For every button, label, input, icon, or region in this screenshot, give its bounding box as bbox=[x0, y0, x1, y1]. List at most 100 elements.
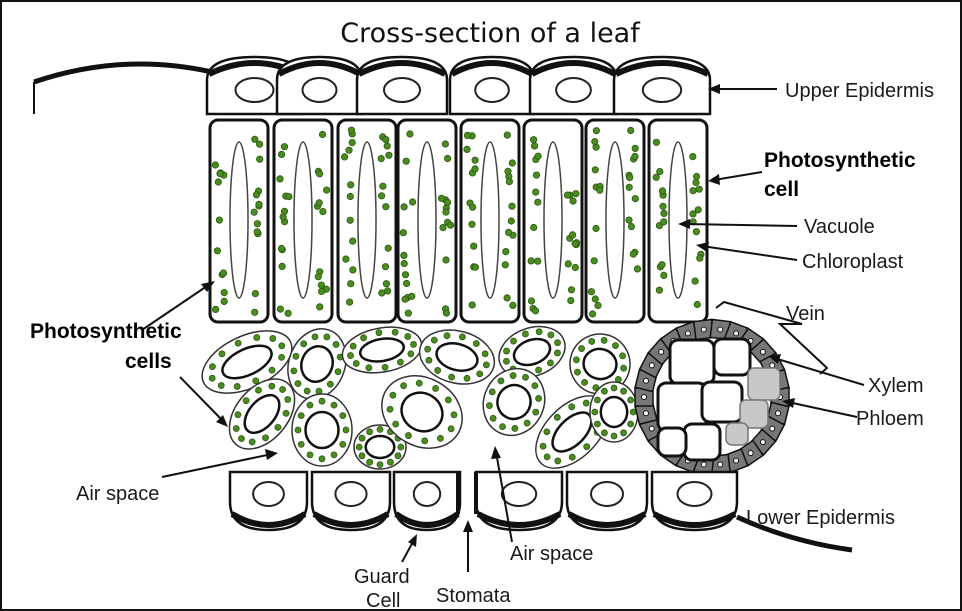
chloroplast bbox=[594, 421, 600, 427]
chloroplast bbox=[592, 167, 598, 173]
bundle-sheath-nucleus bbox=[685, 331, 690, 336]
chloroplast bbox=[216, 217, 222, 223]
chloroplast bbox=[348, 127, 354, 133]
chloroplast bbox=[653, 139, 659, 145]
chloroplast bbox=[401, 260, 407, 266]
pointer-phloem bbox=[788, 402, 857, 417]
bundle-sheath-nucleus bbox=[718, 327, 723, 332]
bundle-sheath-nucleus bbox=[718, 462, 723, 467]
chloroplast bbox=[569, 232, 575, 238]
chloroplast bbox=[343, 427, 349, 433]
chloroplast bbox=[659, 188, 665, 194]
chloroplast bbox=[593, 225, 599, 231]
palisade-cells bbox=[210, 120, 707, 322]
chloroplast bbox=[277, 306, 283, 312]
chloroplast bbox=[469, 204, 475, 210]
lower-epidermis-nucleus bbox=[502, 482, 536, 506]
chloroplast bbox=[464, 146, 470, 152]
label-guard-cell-line2: Cell bbox=[366, 590, 400, 609]
chloroplast bbox=[697, 255, 703, 261]
chloroplast bbox=[220, 270, 226, 276]
label-photosynthetic-cells-line1: Photosynthetic bbox=[30, 320, 182, 343]
chloroplast bbox=[472, 166, 478, 172]
chloroplast bbox=[323, 187, 329, 193]
chloroplast bbox=[659, 262, 665, 268]
chloroplast bbox=[634, 266, 640, 272]
chloroplast bbox=[628, 421, 634, 427]
chloroplast bbox=[257, 156, 263, 162]
bundle-sheath-nucleus bbox=[659, 349, 664, 354]
chloroplast bbox=[316, 171, 322, 177]
chloroplast bbox=[343, 256, 349, 262]
chloroplast bbox=[528, 298, 534, 304]
chloroplast bbox=[438, 195, 444, 201]
label-stomata: Stomata bbox=[436, 585, 511, 607]
chloroplast bbox=[653, 174, 659, 180]
chloroplast bbox=[533, 172, 539, 178]
chloroplast bbox=[509, 160, 515, 166]
chloroplast bbox=[593, 128, 599, 134]
bundle-sheath-nucleus bbox=[776, 411, 781, 416]
chloroplast bbox=[531, 224, 537, 230]
bundle-sheath-nucleus bbox=[760, 440, 765, 445]
lower-epidermis-nucleus bbox=[678, 482, 712, 506]
chloroplast bbox=[442, 141, 448, 147]
chloroplast bbox=[217, 171, 223, 177]
xylem-cell bbox=[702, 382, 742, 422]
chloroplast bbox=[278, 245, 284, 251]
chloroplast bbox=[690, 188, 696, 194]
chloroplast bbox=[471, 243, 477, 249]
chloroplast bbox=[395, 453, 401, 459]
arrowhead-guard-cell bbox=[408, 534, 417, 547]
chloroplast bbox=[628, 397, 634, 403]
bundle-sheath-nucleus bbox=[734, 458, 739, 463]
chloroplast bbox=[592, 138, 598, 144]
chloroplast bbox=[601, 430, 607, 436]
xylem-cell bbox=[658, 428, 686, 456]
chloroplast bbox=[632, 145, 638, 151]
bundle-sheath-nucleus bbox=[649, 363, 654, 368]
chloroplast bbox=[251, 209, 257, 215]
bundle-sheath-nucleus bbox=[649, 426, 654, 431]
chloroplast bbox=[572, 240, 578, 246]
chloroplast bbox=[440, 224, 446, 230]
chloroplast bbox=[531, 143, 537, 149]
chloroplast bbox=[320, 208, 326, 214]
chloroplast bbox=[380, 183, 386, 189]
chloroplast bbox=[532, 308, 538, 314]
label-photosynthetic-cell-line1: Photosynthetic bbox=[764, 149, 916, 172]
chloroplast bbox=[307, 452, 313, 458]
upper-epidermis-nucleus bbox=[643, 78, 681, 102]
chloroplast bbox=[409, 293, 415, 299]
chloroplast bbox=[503, 248, 509, 254]
chloroplast bbox=[331, 402, 337, 408]
label-vein: Vein bbox=[786, 303, 825, 325]
chloroplast bbox=[564, 192, 570, 198]
chloroplast bbox=[384, 143, 390, 149]
chloroplast bbox=[506, 178, 512, 184]
chloroplast bbox=[533, 189, 539, 195]
chloroplast bbox=[367, 429, 373, 435]
chloroplast bbox=[347, 217, 353, 223]
chloroplast bbox=[298, 441, 304, 447]
chloroplast bbox=[377, 426, 383, 432]
chloroplast bbox=[472, 264, 478, 270]
chloroplast bbox=[588, 289, 594, 295]
upper-epidermis-nucleus bbox=[475, 78, 509, 102]
label-xylem: Xylem bbox=[868, 375, 924, 397]
chloroplast bbox=[215, 179, 221, 185]
chloroplast bbox=[621, 430, 627, 436]
chloroplast bbox=[565, 261, 571, 267]
chloroplast bbox=[530, 137, 536, 143]
chloroplast bbox=[464, 132, 470, 138]
chloroplast bbox=[401, 252, 407, 258]
chloroplast bbox=[626, 217, 632, 223]
chloroplast bbox=[280, 214, 286, 220]
chloroplast bbox=[252, 136, 258, 142]
chloroplast bbox=[592, 296, 598, 302]
chloroplast bbox=[319, 456, 325, 462]
chloroplast bbox=[690, 153, 696, 159]
chloroplast bbox=[281, 144, 287, 150]
chloroplast bbox=[589, 311, 595, 317]
